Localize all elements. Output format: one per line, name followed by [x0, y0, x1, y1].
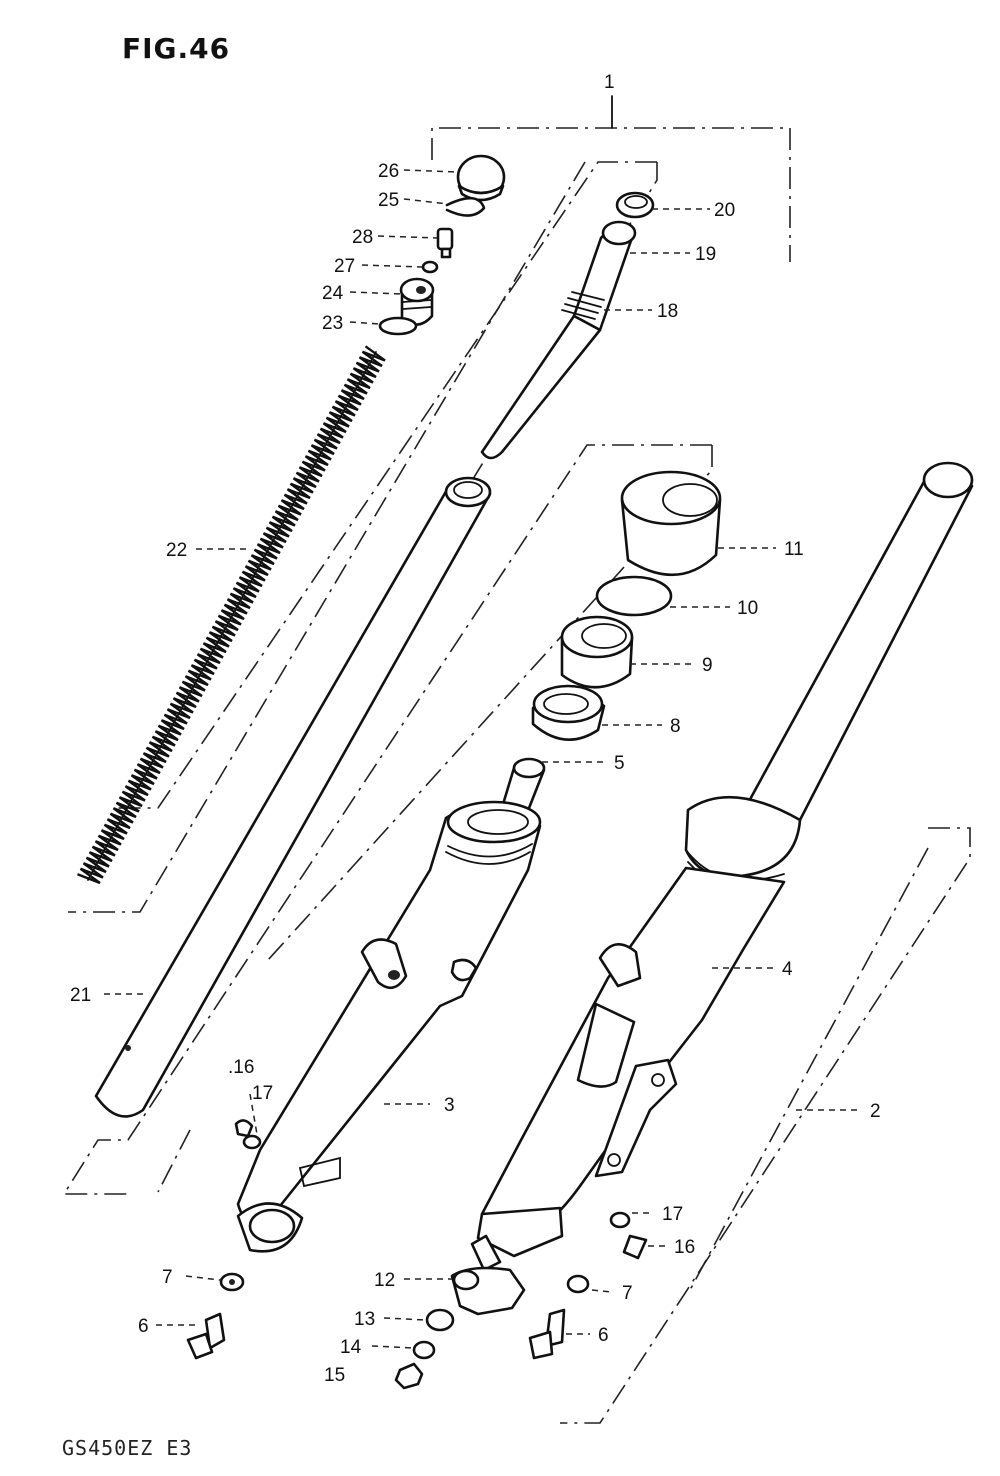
part-13-washer — [425, 1308, 455, 1332]
part-14-spring-washer — [412, 1340, 436, 1360]
part-7-washer-left — [219, 1272, 245, 1292]
part-16-bolt-right — [622, 1234, 648, 1260]
callout-22: 22 — [166, 540, 187, 561]
part-19-damper-rod — [480, 220, 637, 460]
callout-11: 11 — [784, 539, 804, 560]
callout-2: 2 — [870, 1101, 881, 1122]
callout-28: 28 — [352, 227, 373, 248]
bracket-spring — [68, 161, 586, 913]
callout-12: 12 — [374, 1270, 395, 1291]
callout-25: 25 — [378, 190, 399, 211]
callout-24: 24 — [322, 283, 344, 304]
callout-4: 4 — [782, 959, 793, 980]
callout-27: 27 — [334, 256, 355, 277]
callout-16-right: 16 — [674, 1237, 695, 1258]
callout-6-left: 6 — [138, 1316, 149, 1337]
callout-8: 8 — [670, 716, 681, 737]
part-17-washer-left — [242, 1134, 262, 1150]
callout-13: 13 — [354, 1309, 375, 1330]
callout-17-left: 17 — [252, 1083, 273, 1104]
callout-21: 21 — [70, 985, 91, 1006]
figure-title: FIG.46 — [122, 32, 231, 65]
part-12-axle-holder — [450, 1266, 526, 1316]
part-25-circlip — [445, 196, 486, 217]
callout-6-right: 6 — [598, 1325, 609, 1346]
callout-15: 15 — [324, 1365, 345, 1386]
model-code: GS450EZ E3 — [62, 1436, 193, 1460]
callout-3: 3 — [444, 1095, 455, 1116]
callout-20: 20 — [714, 200, 735, 221]
callout-17-right: 17 — [662, 1204, 683, 1225]
part-16-bolt-left — [234, 1119, 254, 1138]
callout-10: 10 — [737, 598, 758, 619]
part-8-oil-seal — [531, 684, 606, 741]
callout-9: 9 — [702, 655, 713, 676]
part-6-bolt-left — [186, 1312, 226, 1360]
part-3-outer-tube-left — [236, 800, 542, 1253]
part-7-washer-right — [566, 1274, 590, 1294]
callout-26: 26 — [378, 161, 399, 182]
callout-16-left: .16 — [228, 1057, 254, 1078]
part-22-fork-spring — [77, 345, 386, 885]
callout-5: 5 — [614, 753, 625, 774]
part-15-nut — [394, 1362, 424, 1390]
part-23-o-ring — [378, 316, 418, 336]
callout-23: 23 — [322, 313, 343, 334]
part-24-cap-bolt — [399, 277, 435, 326]
bracket-outer-right — [560, 827, 971, 1424]
part-4-outer-tube-right — [470, 461, 974, 1272]
part-17-washer-right — [609, 1211, 631, 1229]
part-9-oil-seal — [560, 615, 634, 689]
callout-19: 19 — [695, 244, 716, 265]
callout-labels: 1 26 25 28 27 24 23 20 19 18 22 11 10 9 … — [70, 72, 881, 1386]
callout-7-right: 7 — [622, 1283, 633, 1304]
part-28-valve — [436, 227, 454, 259]
callout-18: 18 — [657, 301, 678, 322]
part-11-dust-seal — [620, 470, 722, 577]
part-18-rebound-spring — [561, 291, 605, 320]
bracket-outer-left — [62, 444, 713, 1195]
callout-1: 1 — [604, 72, 615, 93]
part-10-stopper-ring — [595, 575, 673, 617]
part-20-ring — [615, 191, 655, 219]
bracket-assembly-1 — [431, 95, 791, 262]
leader-lines — [104, 169, 860, 1349]
callout-14: 14 — [340, 1337, 362, 1358]
part-21-inner-tube — [94, 476, 492, 1118]
part-27-o-ring — [421, 260, 439, 274]
part-6-bolt-right — [528, 1308, 566, 1360]
callout-7-left: 7 — [162, 1267, 173, 1288]
part-26-cap — [456, 154, 506, 202]
